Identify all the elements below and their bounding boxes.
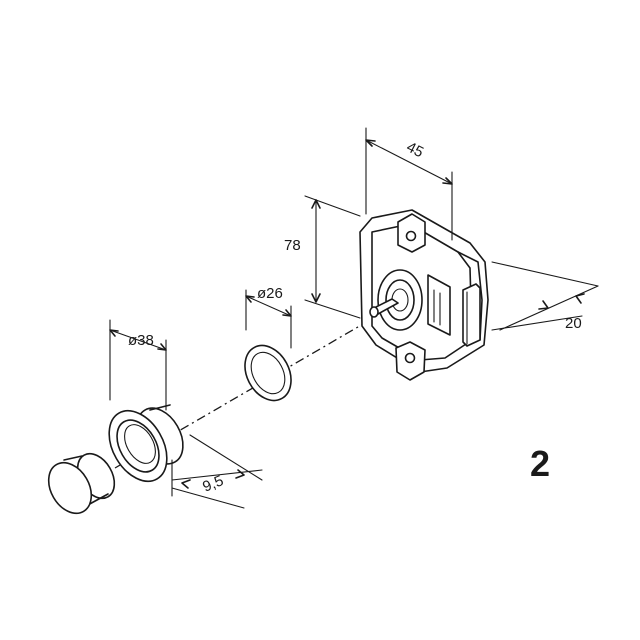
- dimension-width-45: 45: [365, 127, 453, 241]
- dim-label-78: 78: [284, 237, 301, 254]
- cylinder-sleeve: [108, 404, 184, 483]
- dimension-length-9-5: 9,5: [171, 434, 263, 509]
- dim-label-45: 45: [404, 139, 427, 162]
- dimension-diameter-26: ø26: [245, 285, 292, 349]
- dimension-height-78: 78: [284, 195, 361, 319]
- lock-body: [359, 209, 489, 381]
- dim-label-38: ø38: [128, 332, 154, 349]
- push-button: [47, 452, 116, 515]
- center-axis: [114, 319, 371, 469]
- figure-number: 2: [530, 443, 550, 484]
- dimension-diameter-38: ø38: [109, 319, 167, 411]
- dimension-depth-20: 20: [491, 261, 599, 332]
- dim-label-20: 20: [565, 315, 582, 332]
- dim-label-26: ø26: [257, 285, 283, 302]
- dim-label-9-5: 9,5: [200, 472, 226, 496]
- washer: [244, 344, 292, 402]
